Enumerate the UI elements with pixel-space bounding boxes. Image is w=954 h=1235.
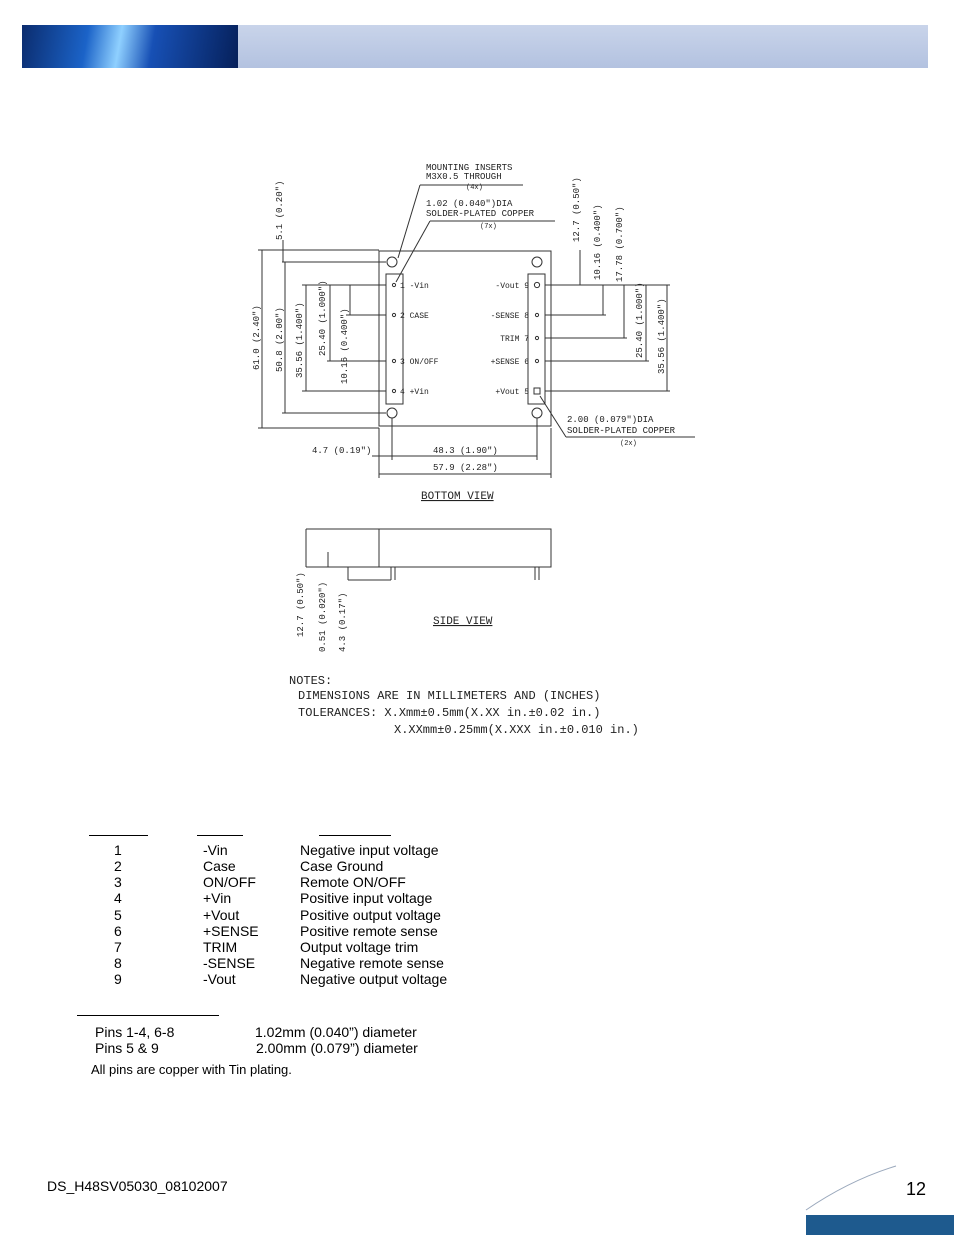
bottom-view-caption: BOTTOM VIEW — [421, 491, 494, 503]
notes-line-2: TOLERANCES: X.Xmm±0.5mm(X.XX in.±0.02 in… — [298, 706, 600, 720]
pin-name: +Vin — [203, 890, 232, 906]
pin-number: 5 — [114, 907, 122, 923]
side-view-outline — [378, 528, 552, 568]
dim-side-0-51: 0.51 (0.020") — [318, 582, 328, 652]
pin-label-6: +SENSE 6 — [491, 358, 530, 367]
notes-line-3: X.XXmm±0.25mm(X.XXX in.±0.010 in.) — [394, 723, 639, 737]
dim-10-16-right: 10.16 (0.400") — [593, 204, 603, 280]
pin-function: Negative remote sense — [300, 955, 444, 971]
page-number: 12 — [906, 1179, 927, 1199]
pin-label-2: 2 CASE — [400, 312, 429, 321]
pin-number: 6 — [114, 923, 122, 939]
dim-61-0: 61.0 (2.40") — [252, 305, 262, 370]
mounting-hole-bl — [386, 407, 398, 419]
pin-spec-diameter: 2.00mm (0.079”) diameter — [256, 1040, 418, 1056]
dim-48-3: 48.3 (1.90") — [433, 446, 498, 456]
table-header-rule-function — [319, 835, 391, 836]
pin-spec-pins: Pins 1-4, 6-8 — [95, 1024, 175, 1040]
callout-largepin-2: SOLDER-PLATED COPPER — [567, 426, 676, 436]
dim-side-4-3: 4.3 (0.17") — [338, 593, 348, 652]
pin-label-7: TRIM 7 — [500, 335, 529, 344]
pin-number: 4 — [114, 890, 122, 906]
dim-5-1: 5.1 (0.20") — [275, 181, 285, 240]
dim-35-56-left: 35.56 (1.400") — [295, 302, 305, 378]
pin-name: -Vin — [203, 842, 228, 858]
pin-material-note: All pins are copper with Tin plating. — [91, 1062, 292, 1077]
callout-smallpin-2: SOLDER-PLATED COPPER — [426, 209, 535, 219]
dim-25-40-right: 25.40 (1.000") — [635, 282, 645, 358]
dim-4-7: 4.7 (0.19") — [312, 446, 371, 456]
pin-spec-pins: Pins 5 & 9 — [95, 1040, 159, 1056]
pin-label-8: -SENSE 8 — [491, 312, 530, 321]
pin-name: +Vout — [203, 907, 240, 923]
header-banner — [22, 25, 928, 68]
callout-largepin-1: 2.00 (0.079")DIA — [567, 415, 654, 425]
dim-25-40-left: 25.40 (1.000") — [318, 280, 328, 356]
pin-number: 9 — [114, 971, 122, 987]
pin-function: Remote ON/OFF — [300, 874, 406, 890]
document-id: DS_H48SV05030_08102007 — [47, 1178, 228, 1194]
pin-function: Case Ground — [300, 858, 384, 874]
pin-spec-header-rule — [77, 1015, 219, 1016]
callout-mounting-1: MOUNTING INSERTS — [426, 163, 512, 173]
pin-number: 1 — [114, 842, 122, 858]
pin-function: Positive input voltage — [300, 890, 433, 906]
footer-swoosh — [805, 1165, 897, 1211]
table-header-rule-name — [197, 835, 243, 836]
right-pin-strip — [527, 273, 546, 405]
callout-smallpin-3: (7x) — [480, 223, 497, 231]
pin-label-3: 3 ON/OFF — [400, 358, 439, 367]
table-header-rule-pin — [89, 835, 148, 836]
pin-function: Negative output voltage — [300, 971, 448, 987]
pin-name: -Vout — [203, 971, 236, 987]
pin-number: 3 — [114, 874, 122, 890]
pin-name: +SENSE — [203, 923, 259, 939]
banner-graphic — [22, 25, 238, 68]
footer-bar — [806, 1215, 954, 1235]
callout-mounting-3: (4x) — [466, 184, 483, 192]
dim-50-8: 50.8 (2.00") — [275, 307, 285, 372]
pin-name: TRIM — [203, 939, 238, 955]
pin-function: Output voltage trim — [300, 939, 419, 955]
pin-spec-diameter: 1.02mm (0.040”) diameter — [255, 1024, 417, 1040]
notes-heading: NOTES: — [289, 674, 332, 688]
pin-label-9: -Vout 9 — [495, 282, 529, 291]
pin-label-5: +Vout 5 — [495, 388, 529, 397]
dim-side-12-7: 12.7 (0.50") — [296, 572, 306, 637]
pin-function: Positive remote sense — [300, 923, 438, 939]
dim-10-16-left: 10.16 (0.400") — [340, 308, 350, 384]
pin-function: Negative input voltage — [300, 842, 439, 858]
pin-label-1: 1 -Vin — [400, 282, 429, 291]
dim-12-7: 12.7 (0.50") — [572, 177, 582, 242]
callout-smallpin-1: 1.02 (0.040")DIA — [426, 199, 513, 209]
pin-number: 7 — [114, 939, 122, 955]
notes-line-1: DIMENSIONS ARE IN MILLIMETERS AND (INCHE… — [298, 689, 600, 703]
pin-name: Case — [203, 858, 236, 874]
pin-label-4: 4 +Vin — [400, 388, 429, 397]
mounting-hole-tl — [386, 256, 398, 268]
pin-number: 8 — [114, 955, 122, 971]
left-pin-strip — [385, 273, 404, 405]
pin-function: Positive output voltage — [300, 907, 441, 923]
dim-57-9: 57.9 (2.28") — [433, 463, 498, 473]
pin-number: 2 — [114, 858, 122, 874]
side-view-caption: SIDE VIEW — [433, 616, 493, 628]
dim-17-78: 17.78 (0.700") — [615, 206, 625, 282]
mounting-hole-tr — [531, 256, 543, 268]
callout-mounting-2: M3X0.5 THROUGH — [426, 172, 502, 182]
banner-strip — [238, 25, 928, 68]
pin-name: ON/OFF — [203, 874, 256, 890]
pin-name: -SENSE — [203, 955, 256, 971]
mounting-hole-br — [531, 407, 543, 419]
dim-35-56-right: 35.56 (1.400") — [657, 298, 667, 374]
callout-largepin-3: (2x) — [620, 440, 637, 448]
